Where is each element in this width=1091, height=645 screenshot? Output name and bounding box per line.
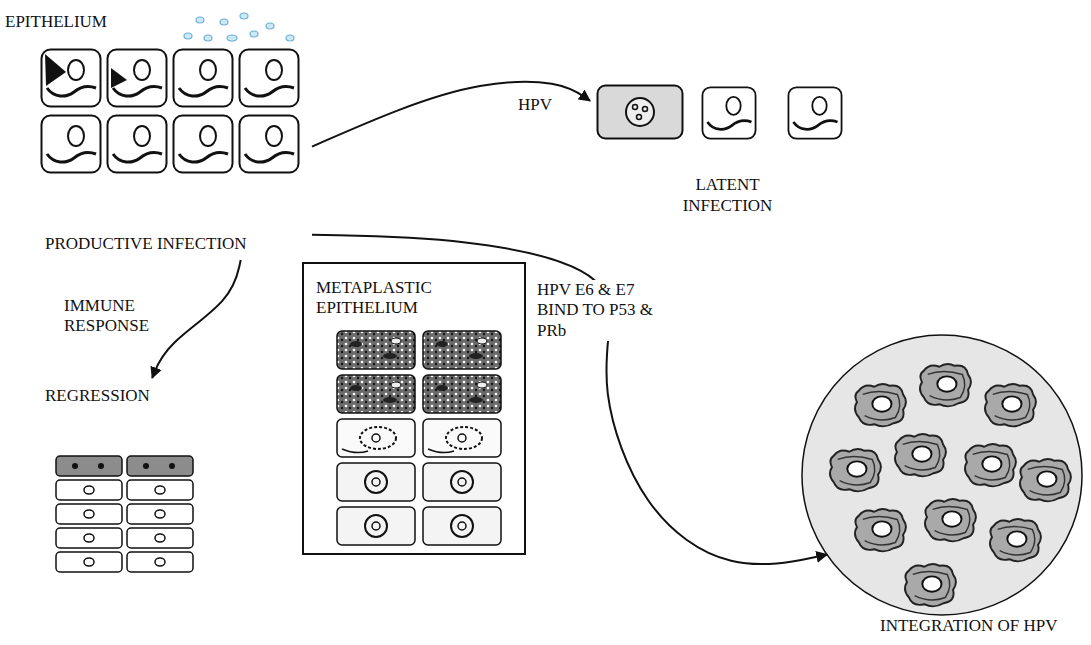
group-heading: REGRESSION [45, 386, 210, 406]
transformed-cell [895, 434, 946, 476]
regressing-cell [127, 528, 193, 548]
edge-label: HPV [516, 95, 554, 115]
process-box: METAPLASTIC EPITHELIUM [302, 262, 526, 555]
epithelial-cell [788, 87, 841, 138]
box-title: METAPLASTIC EPITHELIUM [316, 278, 466, 319]
edge-label-holder: HPV E6 & E7 BIND TO P53 & PRb [535, 280, 667, 341]
arrow-connector [312, 82, 590, 147]
epithelial-cell [240, 50, 299, 107]
metaplastic-cells [337, 331, 501, 545]
transformed-cell [830, 449, 881, 491]
viral-inclusion [111, 68, 127, 88]
regressing-cell [56, 552, 122, 572]
metaplastic-cell [337, 419, 415, 457]
connectors [152, 82, 827, 564]
metaplastic-cell [337, 331, 415, 369]
virus-particle [220, 19, 228, 25]
transformed-cell [855, 509, 906, 551]
virus-particle [286, 35, 294, 41]
virus-particle [227, 35, 237, 41]
virus-particle [184, 33, 192, 39]
group-caption: INTEGRATION OF HPV [880, 616, 1085, 636]
regressing-cell [127, 552, 193, 572]
latent-cell [598, 86, 683, 139]
epithelial-cell [108, 116, 167, 173]
regressing-cell [127, 456, 193, 476]
epithelial-cell [174, 50, 233, 107]
virus-particle [196, 17, 204, 23]
group-caption: PRODUCTIVE INFECTION [45, 234, 312, 254]
regressing-cell [127, 480, 193, 500]
arrow-connector [152, 260, 241, 378]
transformed-cell [855, 384, 906, 426]
integration-circle [802, 335, 1082, 615]
epithelial-cell [42, 50, 101, 107]
integration-group: INTEGRATION OF HPV [800, 335, 1085, 640]
metaplastic-cell [337, 375, 415, 413]
regressing-cell [56, 480, 122, 500]
transformed-cell [905, 564, 956, 606]
group-caption: LATENT INFECTION [673, 175, 783, 216]
metaplastic-cell [337, 463, 415, 501]
latent-group: LATENT INFECTION [590, 80, 865, 218]
transformed-cell [990, 519, 1041, 561]
edge-label: HPV E6 & E7 BIND TO P53 & PRb [535, 280, 667, 341]
group-heading: EPITHELIUM [5, 12, 312, 32]
metaplastic-cell [337, 507, 415, 545]
epithelium-cells [42, 50, 299, 173]
virus-particle [250, 31, 258, 37]
regressing-cell [127, 504, 193, 524]
transformed-cell [925, 499, 976, 541]
metaplastic-cell [423, 463, 501, 501]
epithelial-cell [240, 116, 299, 173]
virus-particle [240, 13, 248, 19]
transformed-cell [965, 444, 1016, 486]
regressing-cell [56, 528, 122, 548]
regressing-cell [56, 504, 122, 524]
metaplastic-cell [423, 331, 501, 369]
virus-particle [204, 35, 212, 41]
viral-inclusion [45, 54, 66, 86]
transformed-cell [1020, 459, 1071, 501]
metaplastic-cell [423, 375, 501, 413]
epithelial-cell [108, 50, 167, 107]
epithelial-cell [42, 116, 101, 173]
metaplastic-cell [423, 419, 501, 457]
regressing-cell [56, 456, 122, 476]
integration-circle [802, 335, 1082, 615]
regression-group: REGRESSION [40, 378, 210, 580]
edge-label-holder: IMMUNE RESPONSE [62, 296, 162, 337]
metaplastic-cell [423, 507, 501, 545]
virus-particles [184, 13, 294, 41]
edge-label: IMMUNE RESPONSE [62, 296, 162, 337]
arrow-connector [312, 235, 827, 564]
regression-cells [56, 456, 193, 572]
transformed-cell [985, 384, 1036, 426]
transformed-cell [920, 364, 971, 406]
edge-label-holder: HPV [516, 95, 554, 115]
latent-cells [598, 86, 842, 139]
epithelium-group: EPITHELIUM PRODUCTIVE INFECTION [2, 8, 312, 260]
epithelial-cell [702, 87, 755, 138]
virus-particle [266, 23, 274, 29]
epithelial-cell [174, 116, 233, 173]
